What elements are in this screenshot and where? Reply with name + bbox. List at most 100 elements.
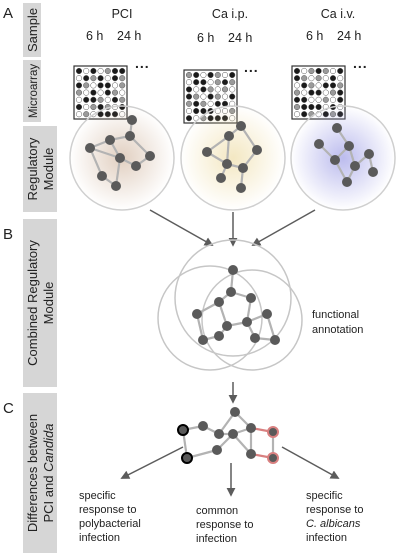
microarray-spot bbox=[322, 82, 329, 89]
microarray-spot bbox=[119, 82, 126, 89]
microarray-spot bbox=[75, 82, 83, 89]
outcome-middle-line3: infection bbox=[196, 533, 237, 545]
microarray-spot bbox=[200, 100, 207, 107]
network-node bbox=[267, 426, 279, 438]
microarray-spot bbox=[315, 89, 322, 96]
panel-letter-c: C bbox=[3, 400, 14, 417]
microarray-spot bbox=[193, 86, 200, 93]
regulatory-module-ca-iv bbox=[290, 105, 396, 211]
time-label-caiv-6h: 6 h bbox=[306, 29, 323, 43]
microarray-spot bbox=[83, 67, 90, 75]
row-label-combined-line1: Combined Regulatory bbox=[25, 240, 40, 366]
microarray-spot bbox=[104, 96, 111, 103]
microarray-spot bbox=[301, 96, 308, 103]
regulatory-module-ca-ip bbox=[180, 105, 286, 211]
microarray-spot bbox=[75, 103, 83, 111]
functional-annotation-line1: functional bbox=[312, 309, 359, 321]
microarray-spot bbox=[229, 79, 236, 86]
microarray-spot bbox=[193, 93, 200, 100]
outcome-right-line2: response to bbox=[306, 504, 363, 516]
network-node bbox=[97, 171, 107, 181]
microarray-spot bbox=[293, 67, 301, 75]
microarray-spot bbox=[337, 67, 344, 75]
row-label-microarray-text: Microarray bbox=[28, 64, 40, 119]
microarray-spot bbox=[83, 82, 90, 89]
time-label-caip-24h: 24 h bbox=[228, 31, 252, 45]
network-node bbox=[145, 151, 155, 161]
time-label-pci-6h: 6 h bbox=[86, 29, 103, 43]
network-node bbox=[368, 167, 378, 177]
microarray-spot bbox=[111, 75, 119, 82]
network-node bbox=[127, 115, 137, 125]
row-label-differences-candida: Candida bbox=[41, 423, 56, 471]
microarray-spot bbox=[293, 103, 301, 111]
row-label-combined-module: Combined Regulatory Module bbox=[23, 219, 57, 387]
network-node bbox=[214, 297, 224, 307]
microarray-spot bbox=[207, 93, 214, 100]
outcome-middle-line2: response to bbox=[196, 519, 253, 531]
microarray-spot bbox=[104, 89, 111, 96]
outcome-right-line4: infection bbox=[306, 532, 347, 544]
network-node bbox=[198, 421, 208, 431]
outcome-common: common response to infection bbox=[196, 505, 253, 545]
row-label-differences-pci: PCI and bbox=[41, 472, 56, 523]
microarray-spot bbox=[337, 89, 344, 96]
network-node bbox=[131, 161, 141, 171]
network-node bbox=[364, 149, 374, 159]
network-edge bbox=[88, 147, 104, 177]
network-node bbox=[226, 287, 236, 297]
microarray-spot bbox=[75, 96, 83, 103]
microarray-spot bbox=[90, 82, 97, 89]
microarray-spot bbox=[185, 100, 193, 107]
microarray-spot bbox=[75, 75, 83, 82]
outcome-left-line2: response to bbox=[79, 504, 136, 516]
microarray-spot bbox=[308, 82, 315, 89]
microarray-spot bbox=[200, 71, 207, 79]
microarray-spot bbox=[185, 115, 193, 122]
microarray-spot bbox=[90, 67, 97, 75]
microarray-spot bbox=[337, 75, 344, 82]
microarray-spot bbox=[83, 89, 90, 96]
arrow-to-calbicans-response bbox=[281, 446, 340, 479]
microarray-spot bbox=[119, 75, 126, 82]
network-node bbox=[214, 429, 224, 439]
network-node bbox=[250, 333, 260, 343]
microarray-spot bbox=[229, 71, 236, 79]
row-label-combined-line2: Module bbox=[41, 282, 56, 325]
outcome-middle-line1: common bbox=[196, 505, 238, 517]
microarray-spot bbox=[119, 96, 126, 103]
microarray-spot bbox=[97, 89, 104, 96]
microarray-spot bbox=[308, 96, 315, 103]
microarray-spot bbox=[214, 93, 221, 100]
microarray-spot bbox=[221, 79, 229, 86]
outcome-calbicans: specific response to C. albicans infecti… bbox=[306, 490, 363, 544]
microarray-ellipsis-caip: ... bbox=[244, 59, 259, 75]
network-node bbox=[270, 335, 280, 345]
row-label-regulatory-line1: Regulatory bbox=[25, 137, 40, 200]
network-node bbox=[198, 335, 208, 345]
network-node bbox=[252, 145, 262, 155]
microarray-spot bbox=[221, 93, 229, 100]
network-node bbox=[238, 163, 248, 173]
microarray-spot bbox=[315, 96, 322, 103]
microarray-spot bbox=[229, 86, 236, 93]
microarray-spot bbox=[315, 82, 322, 89]
combined-regulatory-module bbox=[157, 239, 303, 371]
microarray-spot bbox=[214, 86, 221, 93]
time-label-pci-24h: 24 h bbox=[117, 29, 141, 43]
network-node bbox=[230, 407, 240, 417]
microarray-spot bbox=[293, 89, 301, 96]
microarray-spot bbox=[207, 86, 214, 93]
microarray-spot bbox=[308, 103, 315, 111]
row-label-regulatory-line2: Module bbox=[41, 148, 56, 191]
microarray-spot bbox=[97, 75, 104, 82]
microarray-spot bbox=[315, 103, 322, 111]
microarray-spot bbox=[322, 67, 329, 75]
network-node bbox=[242, 317, 252, 327]
microarray-spot bbox=[301, 67, 308, 75]
microarray-spot bbox=[337, 96, 344, 103]
microarray-spot bbox=[207, 71, 214, 79]
microarray-spot bbox=[193, 71, 200, 79]
microarray-spot bbox=[329, 67, 337, 75]
